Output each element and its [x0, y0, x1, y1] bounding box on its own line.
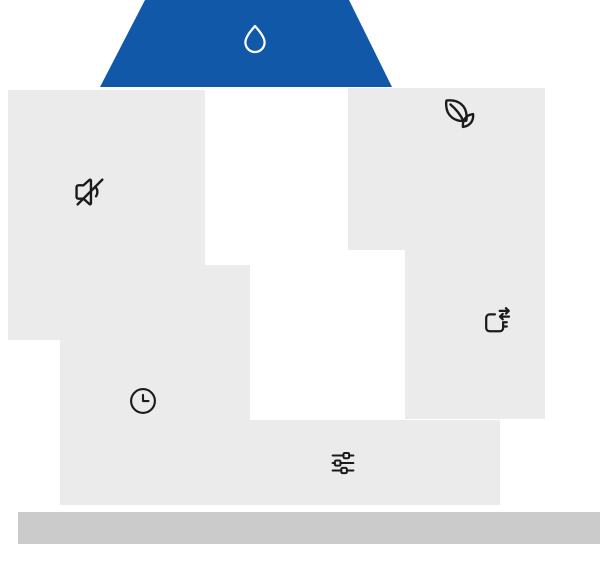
water-drop-icon	[237, 22, 273, 58]
sliders-icon	[327, 447, 359, 479]
clock-icon	[126, 384, 160, 418]
bottom-bar	[18, 512, 600, 544]
plug-swap-icon	[479, 304, 515, 340]
tile-options[interactable]	[205, 420, 500, 505]
leaf-icon	[440, 94, 478, 132]
tile-plug[interactable]	[405, 155, 545, 419]
header-trapezoid-tile[interactable]	[100, 0, 392, 87]
speaker-mute-icon	[71, 173, 109, 211]
